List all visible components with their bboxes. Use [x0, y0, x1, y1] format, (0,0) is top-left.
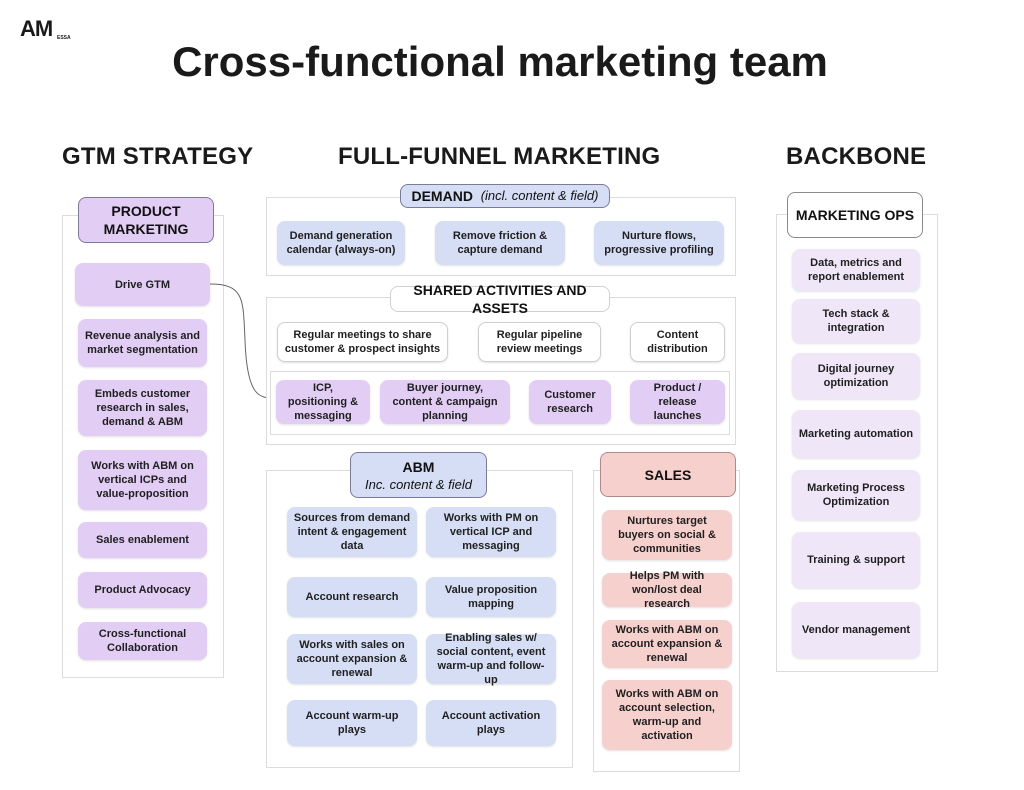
column-header-gtm: GTM STRATEGY [62, 143, 254, 170]
shared-header: SHARED ACTIVITIES AND ASSETS [390, 282, 610, 316]
ops-item-training: Training & support [792, 532, 920, 588]
pm-item-collaboration: Cross-functional Collaboration [78, 622, 207, 660]
pm-item-drive-gtm: Drive GTM [75, 263, 210, 306]
pm-item-sales-enablement: Sales enablement [78, 522, 207, 558]
demand-item-calendar: Demand generation calendar (always-on) [277, 221, 405, 265]
sales-item-selection: Works with ABM on account selection, war… [602, 680, 732, 750]
shared-item-launches: Product / release launches [630, 380, 725, 424]
abm-item-activation: Account activation plays [426, 700, 556, 746]
sales-header: SALES [600, 452, 736, 497]
product-marketing-header: PRODUCT MARKETING [78, 197, 214, 243]
shared-item-content-distribution: Content distribution [630, 322, 725, 362]
shared-item-buyer-journey: Buyer journey, content & campaign planni… [380, 380, 510, 424]
ops-item-tech-stack: Tech stack & integration [792, 299, 920, 343]
abm-item-enabling-sales: Enabling sales w/ social content, event … [426, 632, 556, 686]
abm-item-account-research: Account research [287, 577, 417, 617]
page-title: Cross-functional marketing team [172, 38, 828, 85]
pm-item-customer-research: Embeds customer research in sales, deman… [78, 380, 207, 436]
column-header-full-funnel: FULL-FUNNEL MARKETING [338, 143, 661, 170]
shared-item-pipeline: Regular pipeline review meetings [478, 322, 601, 362]
shared-item-meetings: Regular meetings to share customer & pro… [277, 322, 448, 362]
ops-item-process-optimization: Marketing Process Optimization [792, 470, 920, 520]
abm-item-warm-up: Account warm-up plays [287, 700, 417, 746]
demand-header: DEMAND (incl. content & field) [400, 184, 610, 208]
logo: AM ESSA [20, 18, 76, 46]
abm-item-sources: Sources from demand intent & engagement … [287, 507, 417, 557]
marketing-ops-header: MARKETING OPS [787, 192, 923, 238]
demand-item-remove-friction: Remove friction & capture demand [435, 221, 565, 265]
shared-item-customer-research: Customer research [529, 380, 611, 424]
sales-item-expansion: Works with ABM on account expansion & re… [602, 620, 732, 668]
logo-mark: AM [20, 16, 53, 41]
sales-item-nurtures: Nurtures target buyers on social & commu… [602, 510, 732, 560]
ops-item-automation: Marketing automation [792, 410, 920, 458]
demand-item-nurture-flows: Nurture flows, progressive profiling [594, 221, 724, 265]
demand-subtitle: (incl. content & field) [480, 188, 599, 203]
abm-header: ABM Inc. content & field [350, 452, 487, 498]
sales-item-won-lost: Helps PM with won/lost deal research [602, 570, 732, 610]
pm-item-revenue-analysis: Revenue analysis and market segmentation [78, 319, 207, 367]
shared-item-icp: ICP, positioning & messaging [276, 380, 370, 424]
column-header-backbone: BACKBONE [786, 143, 927, 170]
demand-title: DEMAND [411, 188, 473, 204]
abm-item-value-proposition: Value proposition mapping [426, 577, 556, 617]
pm-item-works-with-abm: Works with ABM on vertical ICPs and valu… [78, 450, 207, 510]
ops-item-data-metrics: Data, metrics and report enablement [792, 249, 920, 291]
abm-item-works-with-sales: Works with sales on account expansion & … [287, 634, 417, 684]
ops-item-vendor-management: Vendor management [792, 602, 920, 658]
pm-item-product-advocacy: Product Advocacy [78, 572, 207, 608]
abm-subtitle: Inc. content & field [365, 477, 472, 492]
logo-subtext: ESSA [57, 35, 71, 41]
abm-item-works-with-pm: Works with PM on vertical ICP and messag… [426, 507, 556, 557]
ops-item-digital-journey: Digital journey optimization [792, 353, 920, 399]
abm-title: ABM [402, 459, 435, 475]
